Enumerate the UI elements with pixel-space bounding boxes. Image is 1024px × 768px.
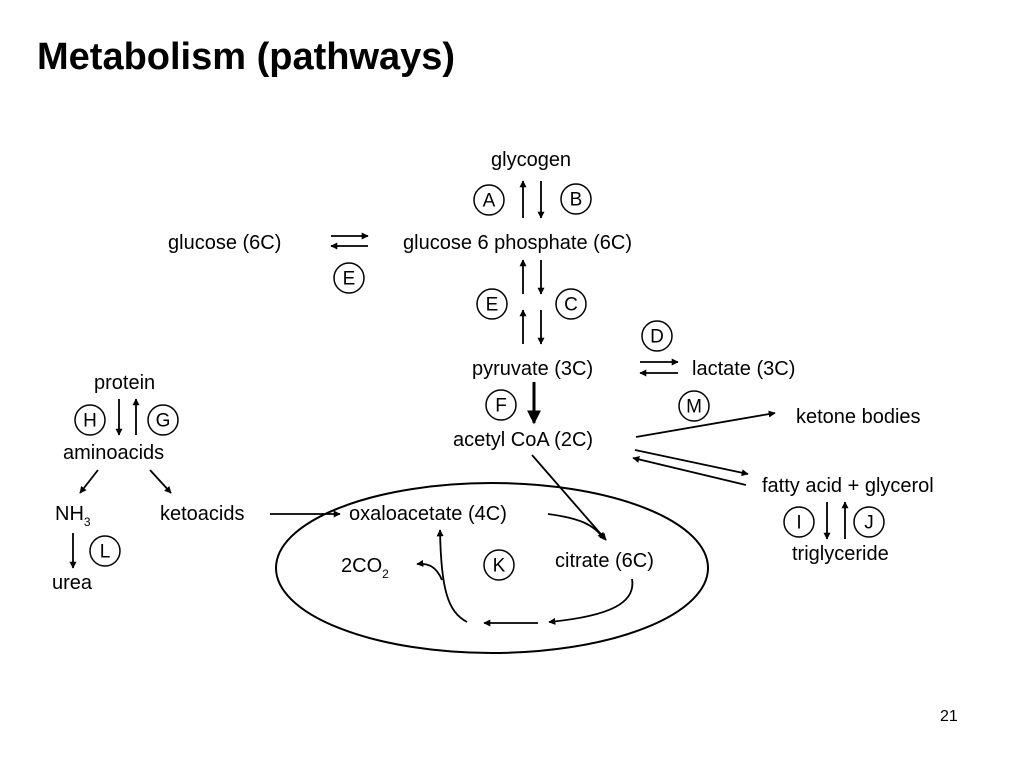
marker-e-glycolysis: E bbox=[476, 288, 508, 320]
marker-e-glucose: E bbox=[333, 262, 365, 294]
aminoacids-label: aminoacids bbox=[63, 442, 164, 464]
triglyceride-label: triglyceride bbox=[792, 543, 889, 565]
carbon-dioxide-label: 2CO2 bbox=[341, 555, 389, 581]
svg-text:E: E bbox=[486, 295, 499, 316]
svg-text:F: F bbox=[495, 396, 507, 417]
fatty-acid-glycerol-label: fatty acid + glycerol bbox=[762, 475, 934, 497]
arrow-cycle-to-co2 bbox=[416, 559, 443, 581]
glycogen-label: glycogen bbox=[491, 149, 571, 171]
urea-label: urea bbox=[52, 572, 93, 594]
arrow-cycle-to-oxaloacetate bbox=[436, 529, 468, 623]
svg-text:C: C bbox=[564, 295, 578, 316]
carbon-dioxide-subscript: 2 bbox=[382, 567, 389, 581]
arrow-citrate-to-intermediate bbox=[548, 578, 634, 625]
arrow-fatty-acid-to-acetyl-coa bbox=[632, 456, 747, 486]
marker-b: B bbox=[560, 183, 592, 215]
lactate-label: lactate (3C) bbox=[692, 358, 795, 380]
marker-m: M bbox=[678, 390, 710, 422]
marker-k: K bbox=[483, 549, 515, 581]
marker-d: D bbox=[641, 320, 673, 352]
svg-text:M: M bbox=[686, 397, 702, 418]
citrate-label: citrate (6C) bbox=[555, 550, 654, 572]
marker-l: L bbox=[89, 535, 121, 567]
svg-text:B: B bbox=[570, 190, 583, 211]
carbon-dioxide-main: 2CO bbox=[341, 555, 382, 577]
glucose-6-phosphate-label: glucose 6 phosphate (6C) bbox=[403, 232, 632, 254]
marker-g: G bbox=[147, 404, 179, 436]
marker-j: J bbox=[853, 506, 885, 538]
arrow-aminoacids-to-ketoacids bbox=[149, 469, 172, 494]
marker-f: F bbox=[485, 389, 517, 421]
ketone-bodies-label: ketone bodies bbox=[796, 406, 921, 428]
oxaloacetate-label: oxaloacetate (4C) bbox=[349, 503, 507, 525]
marker-i: I bbox=[783, 506, 815, 538]
glucose-label: glucose (6C) bbox=[168, 232, 281, 254]
ammonia-label: NH3 bbox=[55, 503, 91, 529]
ammonia-main: NH bbox=[55, 503, 84, 525]
ketoacids-label: ketoacids bbox=[160, 503, 245, 525]
arrow-acetyl-coa-to-ketone-bodies bbox=[635, 410, 776, 438]
arrow-acetyl-coa-to-fatty-acid bbox=[634, 449, 749, 477]
slide-title: Metabolism (pathways) bbox=[37, 36, 456, 78]
svg-text:L: L bbox=[100, 542, 111, 563]
arrow-oxaloacetate-to-citrate bbox=[547, 513, 605, 540]
arrow-aminoacids-to-ammonia bbox=[79, 469, 99, 494]
ammonia-subscript: 3 bbox=[84, 515, 91, 529]
page-number: 21 bbox=[940, 708, 958, 725]
svg-text:K: K bbox=[493, 556, 506, 577]
tca-cycle-ellipse bbox=[275, 482, 709, 654]
svg-text:E: E bbox=[343, 269, 356, 290]
svg-text:J: J bbox=[864, 513, 874, 534]
arrow-acetyl-coa-to-citrate bbox=[531, 454, 607, 541]
acetyl-coa-label: acetyl CoA (2C) bbox=[453, 429, 593, 451]
marker-a: A bbox=[473, 184, 505, 216]
pyruvate-label: pyruvate (3C) bbox=[472, 358, 593, 380]
svg-text:G: G bbox=[156, 411, 171, 432]
svg-text:A: A bbox=[483, 191, 496, 212]
svg-text:H: H bbox=[83, 411, 97, 432]
protein-label: protein bbox=[94, 372, 155, 394]
svg-text:D: D bbox=[650, 327, 664, 348]
marker-h: H bbox=[74, 404, 106, 436]
svg-text:I: I bbox=[796, 513, 801, 534]
marker-c: C bbox=[555, 288, 587, 320]
